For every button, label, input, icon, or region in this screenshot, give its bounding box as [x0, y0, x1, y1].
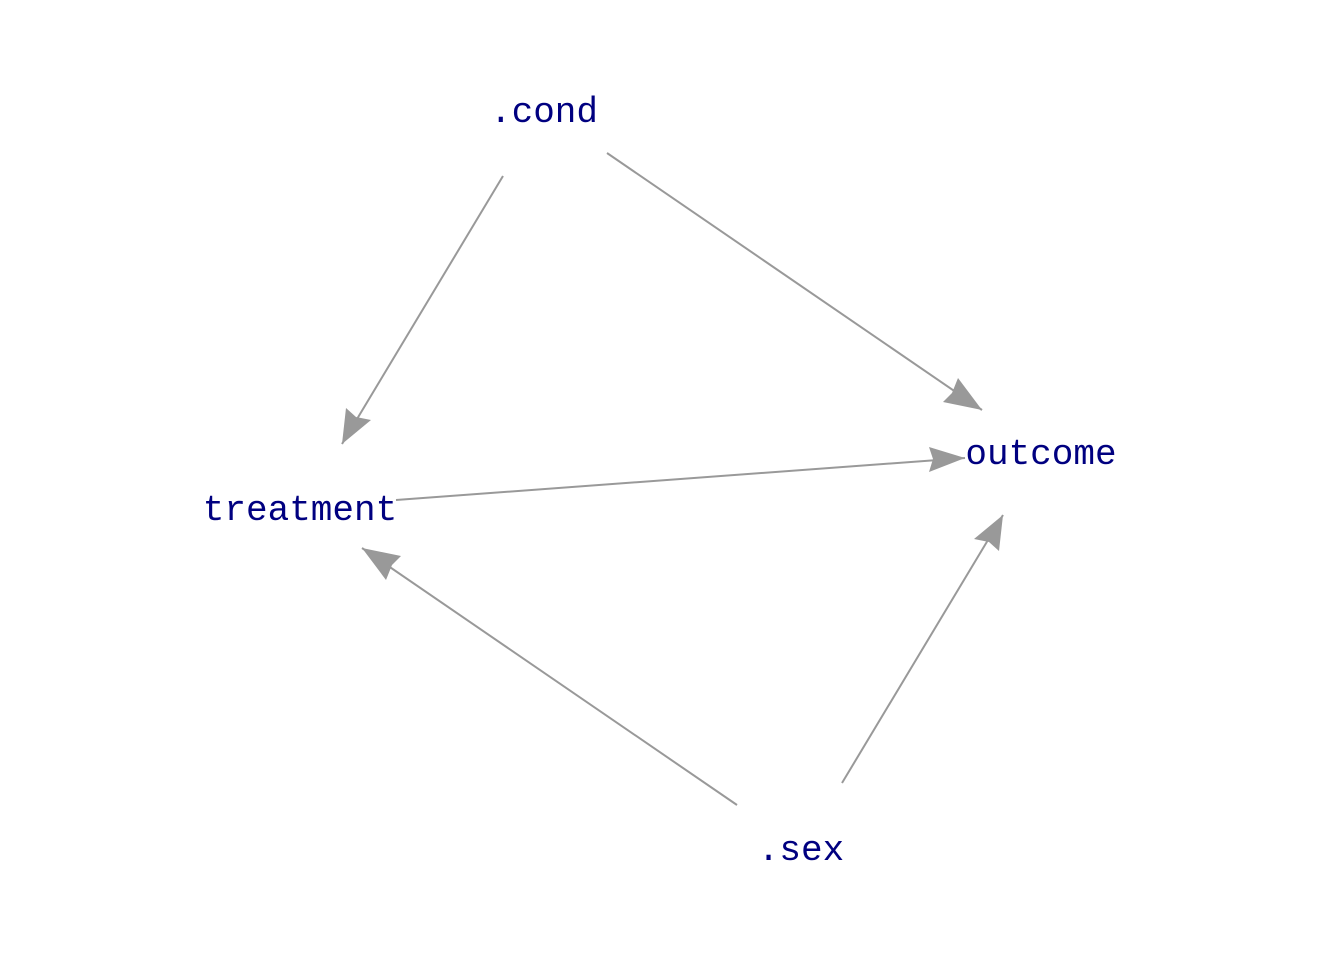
node-label-outcome: outcome: [965, 434, 1116, 475]
edge-cond-to-outcome: [606, 152, 983, 411]
arrowhead-cond-to-outcome: [943, 378, 982, 410]
node-label-sex: .sex: [758, 830, 844, 871]
arrowhead-treatment-to-outcome: [929, 447, 965, 472]
arrowhead-cond-to-treatment: [342, 408, 371, 444]
node-label-cond: .cond: [490, 92, 598, 133]
nodes-group: .cond treatment outcome .sex: [203, 92, 1117, 871]
edge-sex-to-treatment: [361, 547, 738, 806]
edge-sex-to-outcome: [841, 514, 1004, 784]
node-label-treatment: treatment: [203, 490, 397, 531]
edge-cond-to-treatment: [341, 175, 504, 445]
edges-group: [341, 152, 1004, 806]
arrowhead-sex-to-outcome: [974, 515, 1003, 551]
arrowhead-sex-to-treatment: [362, 548, 401, 580]
edge-treatment-to-outcome: [395, 457, 966, 501]
